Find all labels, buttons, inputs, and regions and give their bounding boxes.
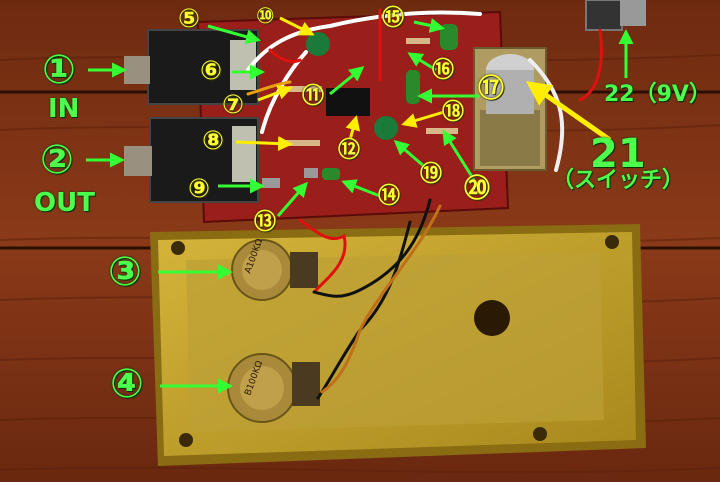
label-22: 22（9V）	[604, 82, 711, 107]
label-1: ①	[42, 47, 76, 93]
label-5: ⑤	[178, 4, 201, 34]
label-4: ④	[110, 361, 144, 407]
arrow-8	[235, 136, 293, 152]
label-8: ⑧	[202, 126, 225, 156]
pot-bottom: B100KΩ	[227, 353, 320, 423]
arrow-5	[207, 24, 261, 44]
yellow-arrows	[235, 16, 612, 152]
label-18: ⑱	[442, 100, 465, 125]
wires	[246, 8, 603, 400]
label-12: ⑫	[338, 138, 361, 163]
label-19: ⑲	[420, 162, 443, 187]
mount-hole	[171, 241, 185, 255]
label-out: OUT	[34, 188, 95, 218]
label-3: ③	[108, 249, 142, 295]
label-10: ⑩	[256, 4, 275, 29]
pot-top: A100KΩ	[231, 238, 318, 301]
label-14: ⑭	[378, 184, 401, 209]
mount-hole	[179, 433, 193, 447]
label-20: ⑳	[464, 174, 491, 204]
components	[262, 24, 458, 188]
arrow-19	[393, 140, 427, 170]
input-jack	[124, 29, 259, 105]
label-15: ⑮	[382, 6, 405, 31]
label-6: ⑥	[200, 56, 223, 86]
arrow-11	[329, 66, 365, 96]
label-7: ⑦	[222, 90, 245, 120]
arrow-10	[279, 16, 315, 36]
arrow-18	[401, 110, 445, 128]
label-switch: （スイッチ）	[552, 168, 685, 193]
label-16: ⑯	[432, 58, 455, 83]
arrow-20	[442, 129, 476, 181]
footswitch	[473, 47, 547, 171]
mount-hole	[605, 235, 619, 249]
green-arrows	[86, 18, 634, 394]
label-2: ②	[40, 137, 74, 183]
battery-snap	[585, 0, 646, 31]
arrow-7	[257, 85, 293, 102]
arrow-13	[276, 181, 308, 217]
mount-hole	[533, 427, 547, 441]
label-21: 21	[590, 131, 646, 177]
label-17: ⑰	[478, 74, 505, 104]
arrow-12	[345, 115, 361, 141]
label-9: ⑨	[188, 174, 211, 204]
switch-hole	[474, 300, 510, 336]
label-11: ⑪	[302, 84, 325, 109]
arrow-14	[341, 179, 381, 198]
output-jack	[124, 117, 259, 203]
arrow-15	[413, 18, 445, 33]
arrow-21	[525, 81, 612, 143]
label-13: ⑬	[254, 210, 277, 235]
label-in: IN	[48, 94, 80, 124]
arrow-16	[407, 52, 437, 72]
